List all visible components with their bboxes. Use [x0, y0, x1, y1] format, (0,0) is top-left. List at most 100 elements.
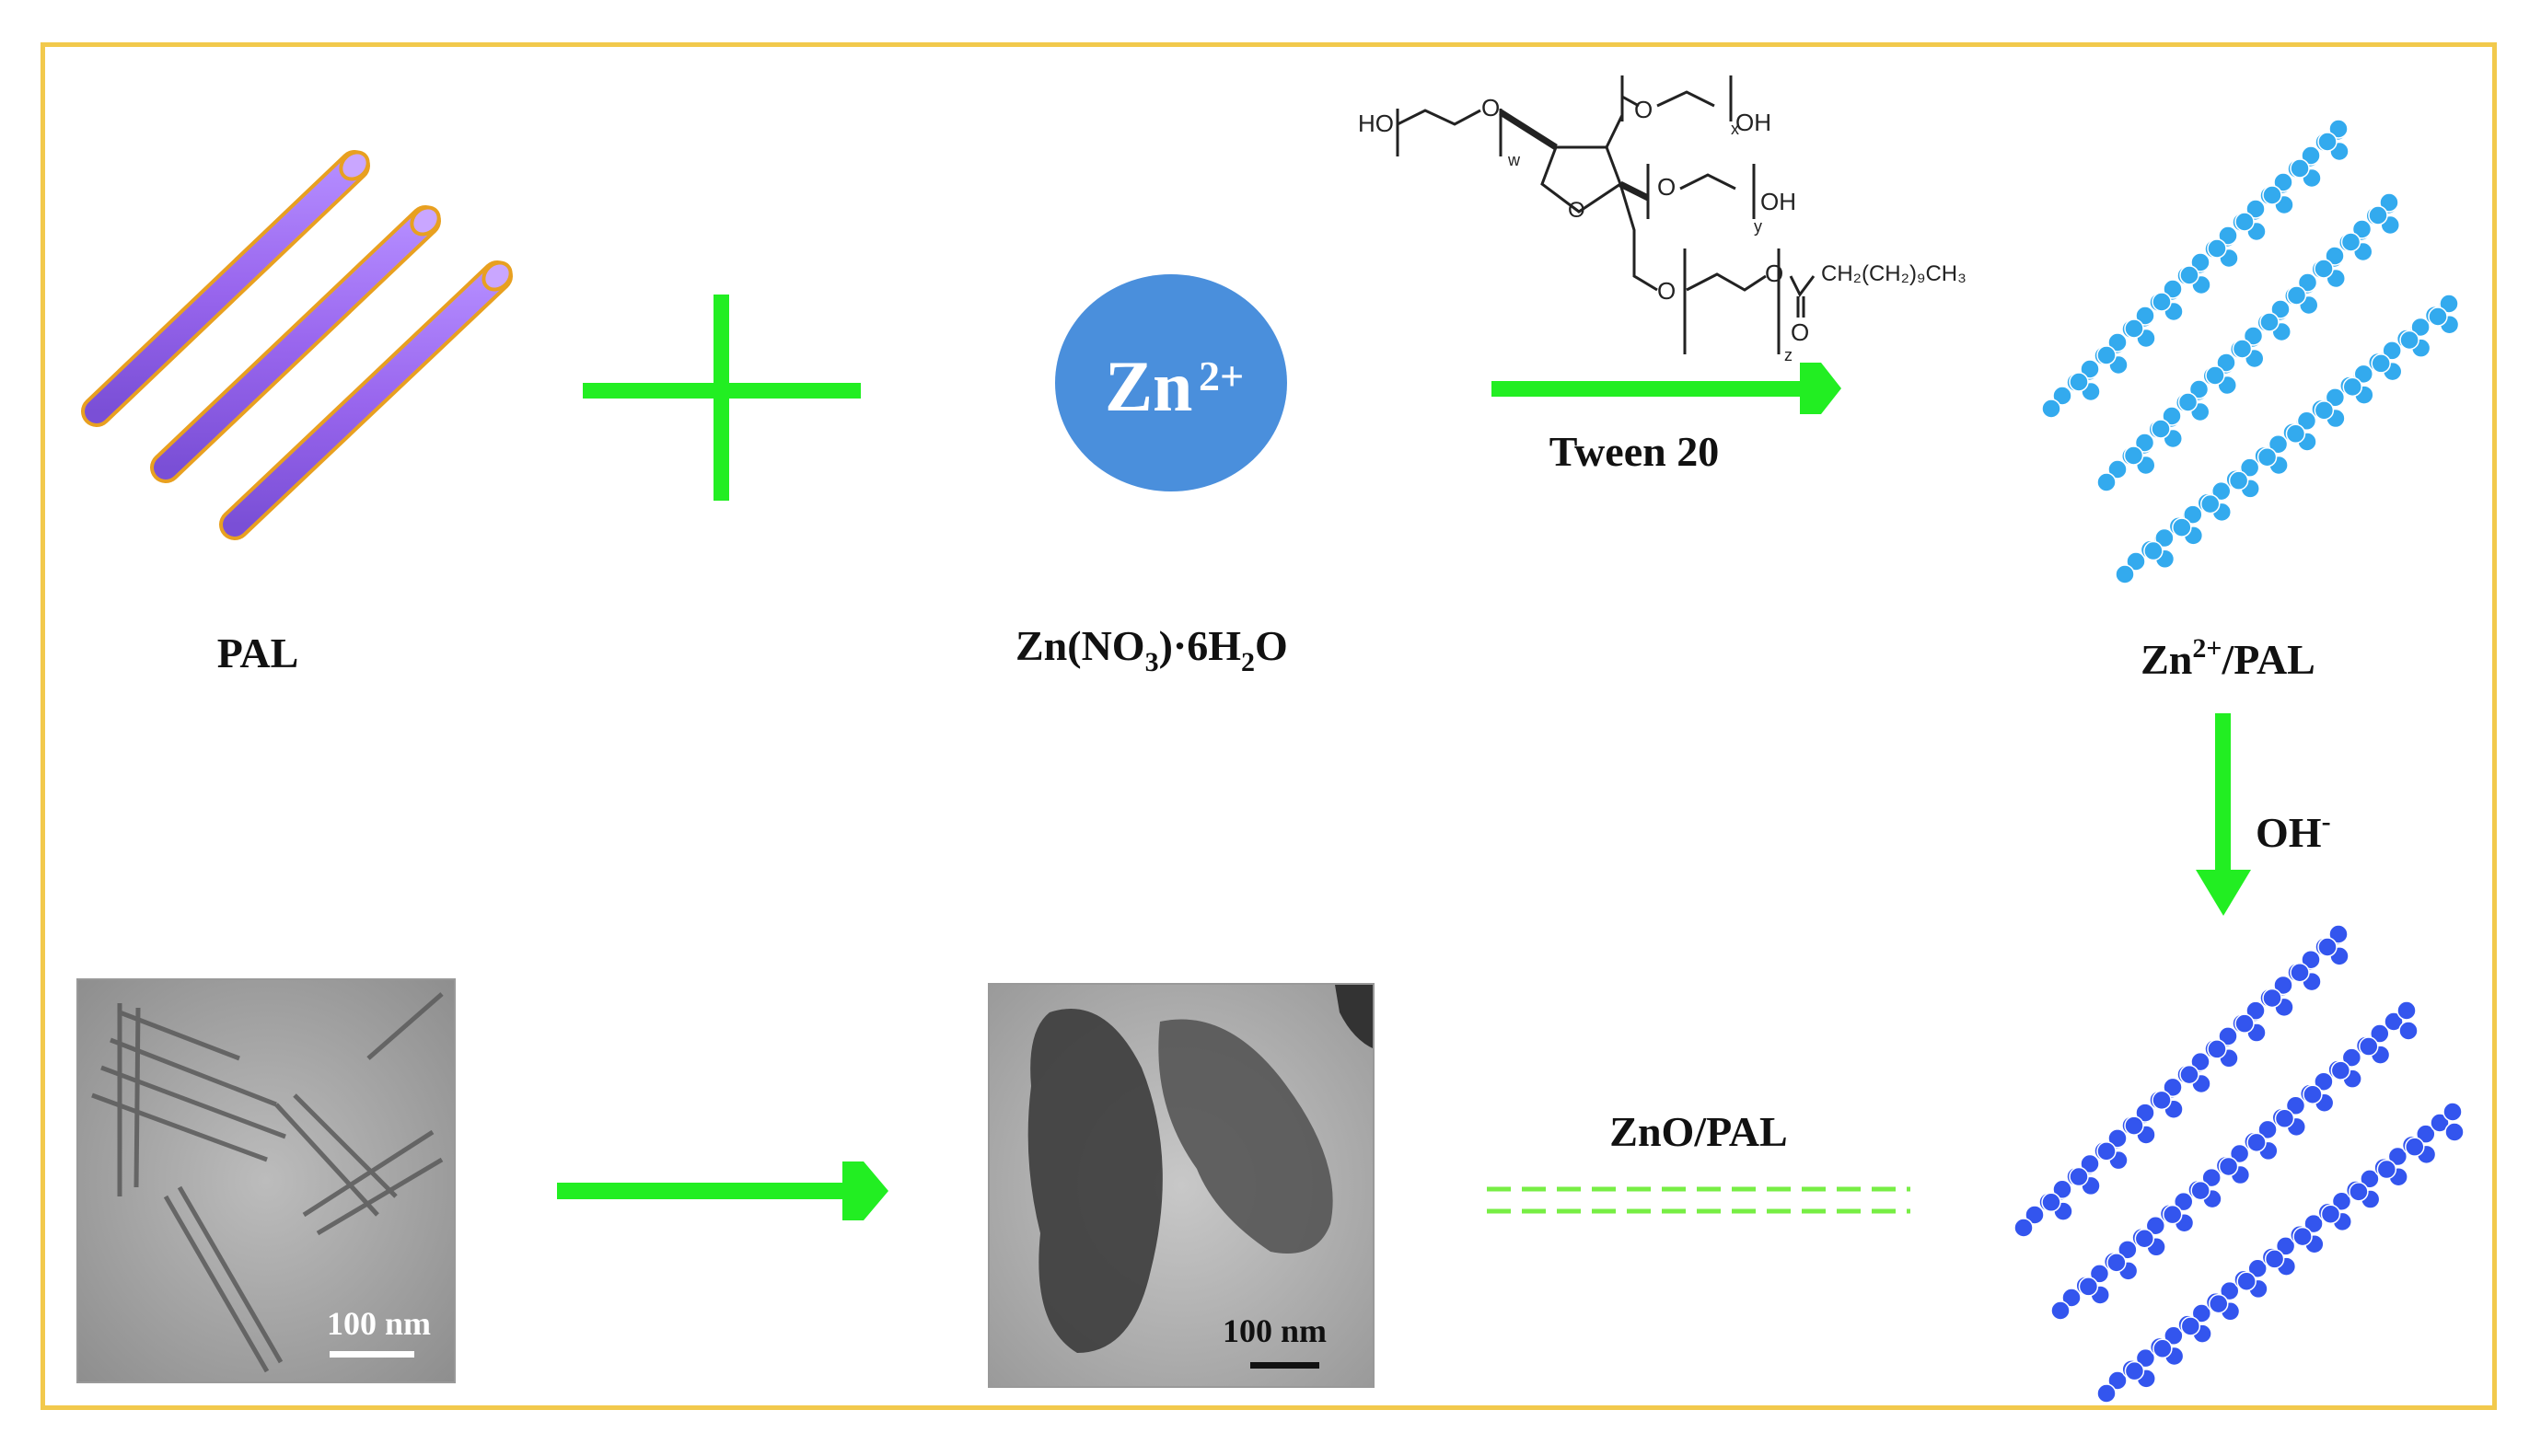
bead — [2317, 132, 2338, 152]
bead — [2096, 472, 2117, 492]
tem-image-pal: 100 nm — [76, 978, 456, 1383]
bead — [2107, 332, 2128, 352]
bead — [2328, 119, 2349, 139]
bead — [2330, 1060, 2351, 1080]
bead — [2325, 387, 2346, 408]
bead — [2399, 329, 2419, 351]
bead — [2398, 1021, 2419, 1041]
bead — [2228, 470, 2249, 491]
bead — [2199, 493, 2221, 514]
bead — [2123, 445, 2144, 466]
zinc-ion-charge: 2+ — [1199, 352, 1244, 399]
bead — [2124, 318, 2144, 339]
bead — [2163, 279, 2183, 299]
bead — [2164, 1325, 2184, 1346]
bead — [2078, 1277, 2099, 1297]
chem-o: O — [1657, 277, 1676, 305]
zno-pal-label: ZnO/PAL — [1609, 1108, 1787, 1155]
scale-bar-label-right: 100 nm — [1223, 1312, 1327, 1349]
bead — [2135, 1347, 2156, 1369]
bead — [2190, 1051, 2210, 1072]
bead — [2246, 1132, 2267, 1153]
bead — [2303, 1084, 2323, 1104]
bead — [2145, 1215, 2166, 1236]
bead — [2236, 1271, 2257, 1292]
bead — [2154, 527, 2175, 549]
bead — [2152, 1338, 2173, 1359]
pal-label: PAL — [217, 630, 299, 676]
bead — [2303, 1213, 2324, 1234]
bead — [2292, 1226, 2313, 1247]
chem-oh: OH — [1760, 188, 1796, 215]
bead — [2416, 1124, 2436, 1144]
bead — [2428, 306, 2448, 327]
chem-chain: CH₂(CH₂)₉CH₃ — [1821, 261, 1967, 286]
bead — [2382, 341, 2402, 361]
bead — [2107, 1370, 2128, 1391]
arrow-down-icon — [2196, 713, 2251, 916]
bead — [2245, 199, 2266, 219]
bead — [2245, 1000, 2266, 1021]
svg-text:Zn(NO3)·6H2O: Zn(NO3)·6H2O — [1015, 622, 1288, 677]
bead — [2387, 1146, 2408, 1167]
dashed-arrow — [1487, 1186, 1910, 1214]
bead — [2107, 459, 2128, 480]
scale-bar-label-left: 100 nm — [327, 1305, 431, 1342]
bead — [2179, 265, 2199, 285]
bead — [2359, 1036, 2379, 1057]
bead — [2264, 1249, 2285, 1269]
bead — [2216, 352, 2236, 373]
bead — [2135, 306, 2155, 326]
bead — [2183, 504, 2203, 525]
bead — [2340, 232, 2361, 252]
bead — [2089, 1264, 2110, 1284]
bead — [2180, 1316, 2201, 1336]
bead — [2286, 285, 2307, 306]
bead — [2444, 1122, 2465, 1142]
bead — [2210, 480, 2232, 502]
zn-pal-prefix: Zn — [2141, 636, 2192, 683]
zn-pal-charge: 2+ — [2192, 633, 2222, 664]
bead — [2297, 272, 2318, 293]
bead — [2257, 1119, 2278, 1140]
scale-bar-right — [1250, 1362, 1319, 1369]
bead — [2376, 1159, 2397, 1180]
scale-bar-left — [330, 1351, 414, 1358]
bead — [2342, 376, 2363, 398]
zinc-nitrate-suffix: O — [1255, 622, 1288, 669]
bead — [2069, 372, 2089, 392]
arrow-right-icon — [557, 1161, 888, 1220]
zinc-ion-symbol: Zn — [1105, 346, 1192, 426]
chem-o: O — [1481, 94, 1500, 121]
zn-pal-label: Zn2+/PAL — [2141, 633, 2315, 683]
bead — [2259, 312, 2280, 332]
bead — [2328, 924, 2349, 944]
bead — [2442, 1102, 2463, 1122]
bead — [2273, 172, 2293, 192]
bead — [2234, 1013, 2255, 1034]
bead — [2317, 937, 2338, 957]
bead — [2351, 219, 2373, 239]
bead — [2396, 1000, 2417, 1021]
bead — [2262, 185, 2282, 205]
bead — [2218, 225, 2238, 246]
bead — [2301, 949, 2321, 970]
bead — [2331, 1191, 2352, 1211]
bead — [2379, 192, 2399, 213]
chem-o: O — [1568, 198, 1585, 223]
bead — [2301, 145, 2321, 166]
bead — [2173, 1191, 2194, 1212]
bead — [2430, 1113, 2450, 1133]
chem-x: x — [1731, 120, 1739, 138]
bead — [2285, 423, 2306, 445]
chem-o: O — [1765, 260, 1783, 287]
bead — [2384, 1011, 2404, 1032]
bead — [2080, 1153, 2100, 1174]
chem-z: z — [1784, 346, 1793, 364]
bead — [2239, 457, 2260, 478]
bead — [2013, 1218, 2034, 1238]
bead — [2243, 326, 2264, 346]
bead — [2296, 410, 2317, 432]
bead — [2041, 1192, 2061, 1213]
